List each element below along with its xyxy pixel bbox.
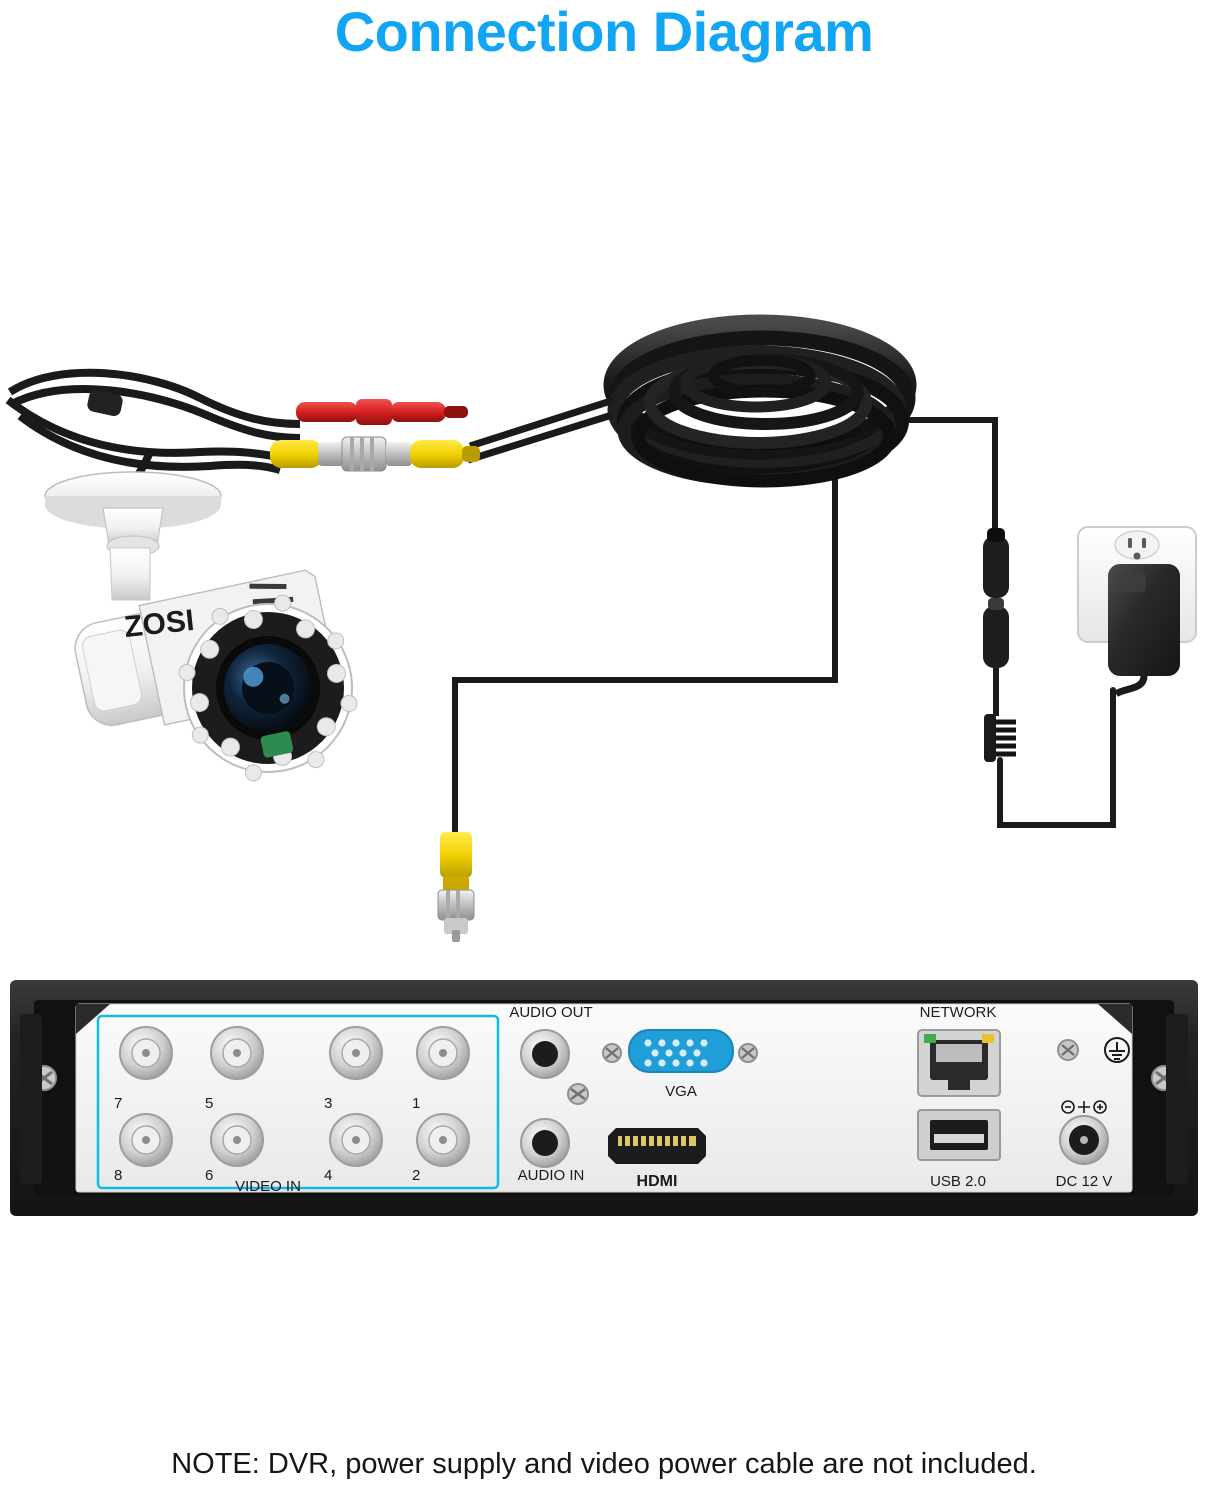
bnc-label-2: 2	[412, 1167, 420, 1184]
bnc-label-3: 3	[324, 1095, 332, 1112]
audio-in-label: AUDIO IN	[518, 1167, 585, 1184]
bnc-connector-yellow	[270, 436, 480, 472]
network-label: NETWORK	[920, 1004, 997, 1021]
ethernet-port	[917, 1029, 1001, 1097]
hdmi-port: HDMI	[608, 1128, 706, 1190]
video-in-group-outline	[96, 1014, 500, 1190]
cable-coil	[466, 314, 917, 488]
video-in-label: VIDEO IN	[235, 1178, 301, 1195]
bnc-label-6: 6	[205, 1167, 213, 1184]
dvr-rear-panel: 7 5 3 1 8 6 4 2 VIDEO IN AUDIO OUT AUDIO…	[10, 980, 1198, 1216]
bnc-ports-row-1	[119, 1026, 470, 1080]
page-title: Connection Diagram	[334, 0, 874, 63]
camera-pigtail	[5, 368, 480, 499]
power-cable-branch	[897, 417, 998, 543]
bnc-video-plug	[437, 832, 475, 942]
bnc-label-8: 8	[114, 1167, 122, 1184]
dc-polarity-symbol	[1061, 1100, 1107, 1114]
bnc-ports-row-2	[119, 1113, 470, 1167]
dc-power-plugs	[983, 528, 1016, 762]
usb-label: USB 2.0	[930, 1173, 986, 1190]
ground-symbol	[1104, 1037, 1130, 1063]
bnc-label-7: 7	[114, 1095, 122, 1112]
bullet-camera: ZOSI	[44, 471, 358, 782]
audio-out-label: AUDIO OUT	[509, 1004, 592, 1021]
vga-port: VGA	[602, 1029, 758, 1100]
cable-routing	[452, 417, 1116, 838]
note-text: NOTE: DVR, power supply and video power …	[171, 1448, 1037, 1480]
audio-in-jack	[520, 1118, 570, 1168]
dc-label: DC 12 V	[1056, 1173, 1113, 1190]
vga-label: VGA	[665, 1083, 697, 1100]
bnc-label-1: 1	[412, 1095, 420, 1112]
adapter-cord	[997, 687, 1116, 828]
camera-brand-text: ZOSI	[123, 604, 196, 644]
audio-out-jack	[520, 1029, 570, 1079]
usb-port	[917, 1109, 1001, 1161]
power-adapter	[1108, 564, 1180, 698]
video-cable-branch	[452, 437, 838, 838]
dc-power-port: DC 12 V	[1056, 1100, 1113, 1190]
bnc-label-4: 4	[324, 1167, 332, 1184]
bnc-label-5: 5	[205, 1095, 213, 1112]
power-connector-red	[296, 399, 468, 425]
hdmi-label: HDMI	[637, 1173, 678, 1190]
